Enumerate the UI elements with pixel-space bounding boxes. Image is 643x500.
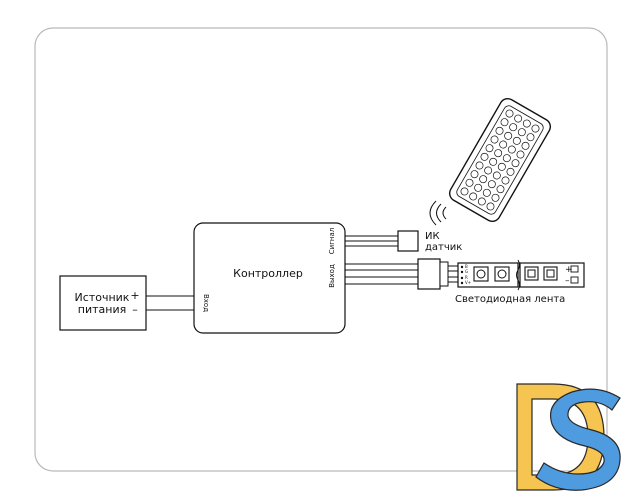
remote-button xyxy=(531,124,540,133)
remote-button xyxy=(526,133,535,142)
led-chip xyxy=(473,266,489,282)
remote-button xyxy=(486,202,495,211)
power-supply-label-line2: питания xyxy=(78,303,126,316)
remote-button xyxy=(469,192,478,201)
ir-signal-waves-icon xyxy=(429,200,447,226)
power-supply-plus: + xyxy=(130,289,139,302)
remote-button xyxy=(475,161,484,170)
remote-button xyxy=(502,154,511,163)
remote-button xyxy=(504,131,513,140)
remote-button xyxy=(505,109,514,118)
remote-control-icon xyxy=(448,97,552,223)
power-supply: Источник питания + – xyxy=(59,275,147,331)
remote-button xyxy=(490,135,499,144)
power-wires xyxy=(146,295,194,311)
remote-button xyxy=(495,126,504,135)
remote-button xyxy=(489,157,498,166)
led-chip xyxy=(543,266,558,281)
remote-button xyxy=(496,185,505,194)
remote-button xyxy=(487,180,496,189)
remote-button xyxy=(514,114,523,123)
controller-port-signal: Сигнал xyxy=(328,228,336,254)
led-chip xyxy=(524,266,539,281)
remote-button xyxy=(477,197,486,206)
remote-button xyxy=(492,171,501,180)
remote-button xyxy=(499,140,508,149)
output-wires xyxy=(345,263,418,285)
led-strip-pin-g: G xyxy=(465,269,468,274)
ir-sensor: ИК датчик xyxy=(397,230,462,253)
remote-button xyxy=(516,150,525,159)
remote-button xyxy=(506,167,515,176)
controller-label: Контроллер xyxy=(233,267,303,280)
remote-button xyxy=(460,187,469,196)
led-strip: B G R V+ + – Светодиодная лента xyxy=(455,259,585,305)
remote-button xyxy=(491,193,500,202)
controller-port-output: Выход xyxy=(328,264,336,288)
remote-button xyxy=(521,141,530,150)
remote-button xyxy=(484,166,493,175)
remote-button xyxy=(511,159,520,168)
strip-connector xyxy=(417,258,458,290)
power-supply-minus: – xyxy=(132,303,138,316)
remote-button xyxy=(509,123,518,132)
remote-button xyxy=(494,149,503,158)
ir-sensor-label-line1: ИК xyxy=(425,231,440,242)
diagram-frame xyxy=(34,27,608,472)
remote-button xyxy=(501,176,510,185)
remote-button xyxy=(474,183,483,192)
remote-button xyxy=(507,145,516,154)
remote-button xyxy=(500,118,509,127)
remote-button xyxy=(485,144,494,153)
led-strip-label: Светодиодная лента xyxy=(455,294,565,305)
remote-button xyxy=(465,178,474,187)
remote-button xyxy=(470,170,479,179)
remote-button xyxy=(497,162,506,171)
remote-button xyxy=(512,136,521,145)
led-strip-pin-b: B xyxy=(465,264,468,269)
led-strip-pin-r: R xyxy=(465,275,468,280)
led-strip-minus: – xyxy=(565,276,570,286)
remote-button xyxy=(480,152,489,161)
signal-wires xyxy=(345,235,398,247)
ir-sensor-label-line2: датчик xyxy=(425,242,462,253)
ds-logo-icon xyxy=(516,383,621,491)
controller-port-input: Вход xyxy=(202,294,210,312)
led-strip-pin-vplus: V+ xyxy=(465,280,471,285)
remote-button xyxy=(517,128,526,137)
led-strip-plus: + xyxy=(565,265,573,275)
remote-button xyxy=(522,119,531,128)
remote-button xyxy=(479,175,488,184)
power-supply-label-line1: Источник xyxy=(75,291,130,304)
led-chip xyxy=(494,266,510,282)
controller: Контроллер Вход Сигнал Выход xyxy=(193,222,346,334)
remote-button xyxy=(482,188,491,197)
